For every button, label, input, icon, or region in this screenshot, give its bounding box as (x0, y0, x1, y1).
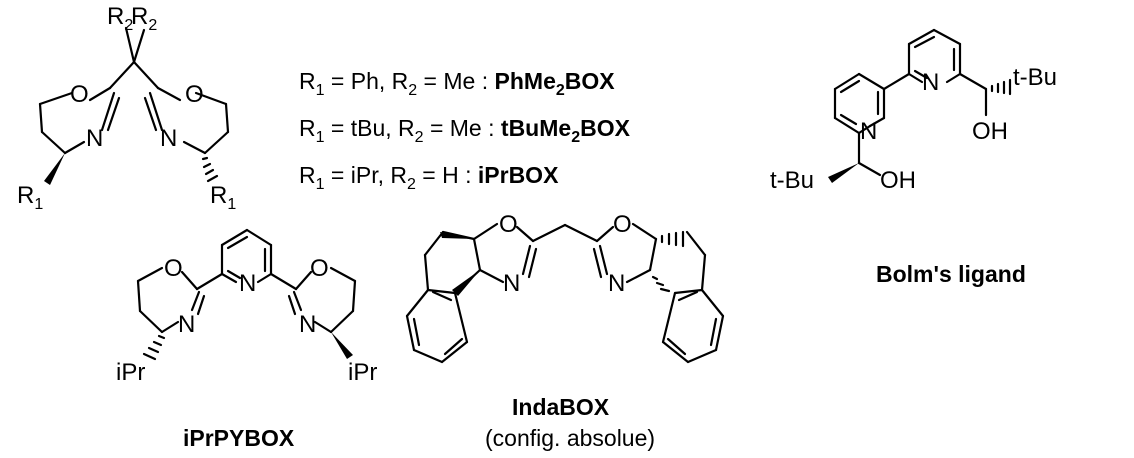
legend-line-iprbox: R1 = iPr, R2 = H : iPrBOX (299, 162, 559, 193)
hashed-bond (651, 230, 685, 293)
iprpybox-structure: O N N O N iPr iPr iPrPYBOX (116, 228, 377, 451)
hashed-bond (990, 78, 1012, 96)
caption-iprpybox: iPrPYBOX (183, 425, 295, 451)
substituent-r1: R2 (107, 3, 133, 34)
atom-n: N (299, 311, 316, 338)
atom-n: N (178, 311, 195, 338)
legend-line-tbume2box: R1 = tBu, R2 = Me : tBuMe2BOX (299, 115, 631, 146)
atom-n: N (503, 270, 520, 297)
indabox-structure: O N O N IndaBOX (config. absolue) (405, 211, 725, 451)
hydroxyl-oh: OH (880, 167, 916, 194)
atom-o: O (613, 211, 632, 238)
bolm-ligand-structure: N N t-Bu OH t-Bu OH Bolm's ligand (770, 28, 1057, 287)
caption-bolm-ligand: Bolm's ligand (876, 261, 1026, 287)
hydroxyl-oh: OH (972, 118, 1008, 145)
atom-n-pyridine: N (239, 270, 256, 297)
atom-o: O (499, 211, 518, 238)
wedge-bond (828, 163, 859, 183)
hashed-bond (201, 156, 219, 183)
substituent-r1: R1 (210, 182, 236, 213)
caption-indabox-note: (config. absolue) (485, 425, 655, 451)
substituent-legend: R1 = Ph, R2 = Me : PhMe2BOX R1 = tBu, R2… (299, 68, 631, 193)
atom-n: N (608, 270, 625, 297)
atom-o: O (164, 255, 183, 282)
substituent-tbu: t-Bu (770, 167, 814, 194)
substituent-tbu: t-Bu (1013, 64, 1057, 91)
box-structure: O N N O R2 R2 R1 R1 (17, 3, 236, 213)
substituent-r2: R2 (131, 3, 157, 34)
hashed-bond (142, 334, 166, 361)
atom-o: O (310, 255, 329, 282)
wedge-bond (440, 232, 474, 239)
substituent-ipr: iPr (348, 359, 377, 386)
legend-line-phme2box: R1 = Ph, R2 = Me : PhMe2BOX (299, 68, 615, 99)
atom-o: O (185, 81, 204, 108)
wedge-bond (44, 153, 65, 185)
caption-indabox: IndaBOX (512, 394, 610, 420)
atom-n: N (86, 125, 103, 152)
atom-o: O (70, 81, 89, 108)
substituent-r1: R1 (17, 182, 43, 213)
atom-n: N (160, 125, 177, 152)
wedge-bond (331, 332, 353, 359)
wedge-bond (452, 270, 480, 296)
atom-n-pyridine: N (922, 69, 939, 96)
atom-n-pyridine: N (860, 118, 877, 145)
substituent-ipr: iPr (116, 359, 145, 386)
